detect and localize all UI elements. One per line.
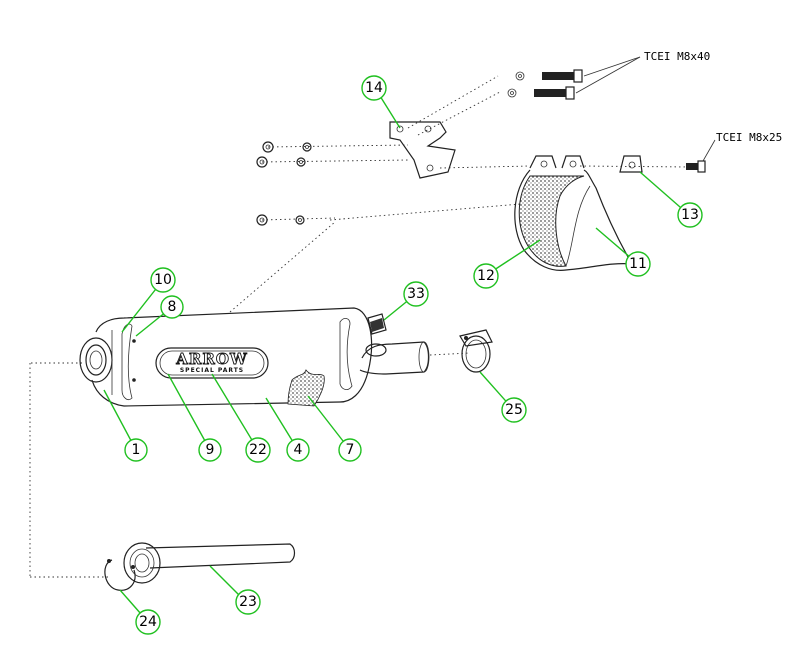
inlet-pipe [359, 341, 430, 375]
callout-4-text: 4 [294, 442, 303, 458]
callout-11-text: 11 [629, 256, 647, 272]
callout-25-text: 25 [505, 402, 523, 418]
callout-8-text: 8 [168, 299, 177, 315]
sensor-plug [367, 313, 387, 335]
pipe-clamp [459, 329, 493, 373]
callout-7: 7 [338, 438, 362, 462]
long-screw-label: TCEI M8x40 [644, 50, 710, 63]
long-screws [507, 56, 641, 100]
callout-14-text: 14 [365, 80, 383, 96]
callout-24-text: 24 [139, 614, 157, 630]
short-screw-label: TCEI M8x25 [716, 131, 782, 144]
nuts-and-washers [256, 141, 312, 226]
callout-8: 8 [160, 295, 184, 319]
callout-23: 23 [235, 589, 261, 615]
mounting-clamp [514, 155, 634, 271]
bracket [389, 121, 456, 179]
callout-23-text: 23 [239, 594, 257, 610]
silencer-body: ARROW SPECIAL PARTS [79, 307, 373, 407]
clamp-piece [619, 155, 643, 173]
short-screw [686, 139, 716, 173]
callout-10-text: 10 [154, 272, 172, 288]
callout-1: 1 [124, 438, 148, 462]
callout-9-text: 9 [206, 442, 215, 458]
callout-24: 24 [135, 609, 161, 635]
callout-1-text: 1 [132, 442, 141, 458]
callout-7-text: 7 [346, 442, 355, 458]
assembly-guide-lines [29, 75, 691, 578]
callout-13: 13 [677, 202, 703, 228]
callout-12: 12 [473, 263, 499, 289]
callout-14: 14 [361, 75, 387, 101]
callout-22: 22 [245, 437, 271, 463]
callout-12-text: 12 [477, 268, 495, 284]
logo-tagline: SPECIAL PARTS [180, 367, 244, 374]
link-pipe [123, 542, 296, 584]
callout-9: 9 [198, 438, 222, 462]
callout-10: 10 [150, 267, 176, 293]
callout-22-text: 22 [249, 442, 267, 458]
circlip [104, 559, 136, 591]
callout-33: 33 [403, 281, 429, 307]
callout-4: 4 [286, 438, 310, 462]
callout-11: 11 [625, 251, 651, 277]
callout-25: 25 [501, 397, 527, 423]
callout-13-text: 13 [681, 207, 699, 223]
callout-33-text: 33 [407, 286, 425, 302]
logo-brand: ARROW [175, 350, 248, 368]
